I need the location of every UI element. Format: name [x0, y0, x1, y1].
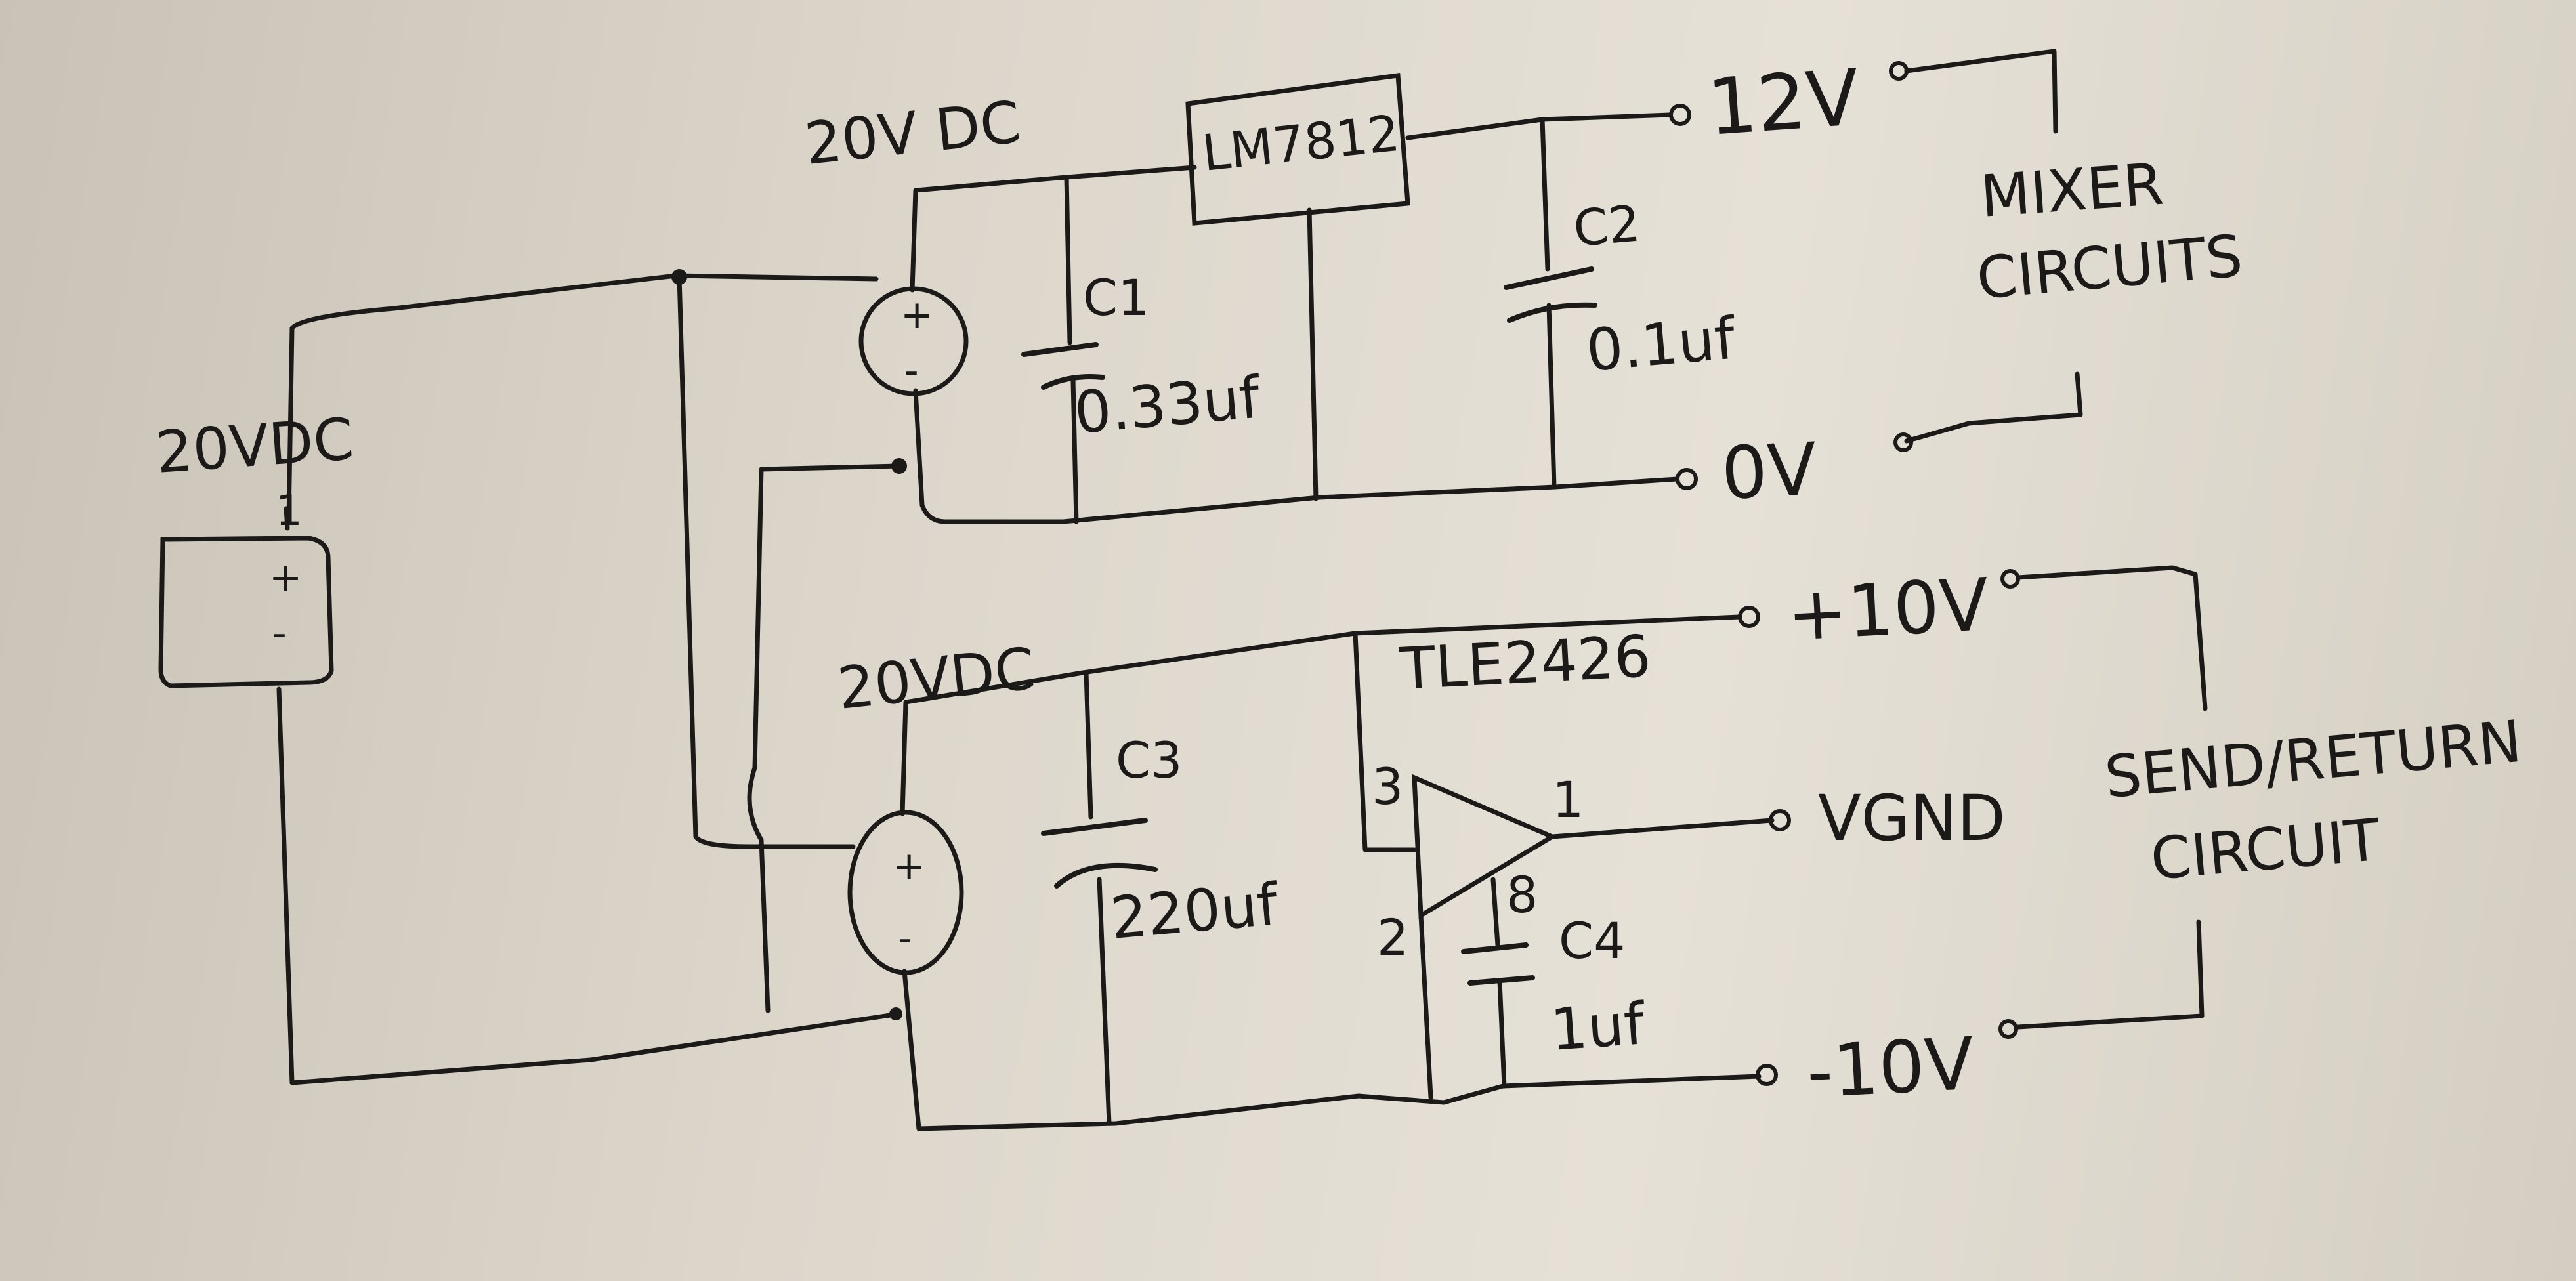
terminal-send-top — [2000, 569, 2020, 589]
terminal-vgnd — [1769, 809, 1791, 831]
terminal-plus10v — [1738, 606, 1760, 628]
labels: 20VDC 1 + - 20V DC + - 20VDC + - LM7812 … — [154, 88, 1739, 1064]
opamp-tle2426 — [1412, 774, 1557, 920]
label-pin-3: 3 — [1372, 757, 1403, 816]
terminal-mixer-top — [1889, 61, 1909, 81]
label-bottom-source-plus: + — [893, 843, 925, 889]
junctions — [671, 269, 907, 1020]
junction-dot — [891, 458, 907, 474]
label-c1-name: C1 — [1083, 268, 1149, 327]
label-c2-name: C2 — [1571, 194, 1643, 258]
label-c2-value: 0.1uf — [1584, 304, 1739, 385]
label-c4-value: 1uf — [1548, 990, 1648, 1064]
label-top-supply: 20V DC — [801, 88, 1023, 178]
label-send-line2: CIRCUIT — [2148, 806, 2384, 893]
capacitor-c3 — [1041, 818, 1158, 889]
label-pin-2: 2 — [1377, 908, 1408, 967]
label-c4-name: C4 — [1559, 912, 1625, 970]
label-mixer-line1: MIXER — [1978, 150, 2165, 230]
terminal-send-bottom — [1998, 1019, 2018, 1039]
terminal-12v — [1669, 104, 1691, 126]
output-terminals — [1669, 61, 2020, 1086]
label-opamp: TLE2426 — [1398, 622, 1653, 703]
label-c3-name: C3 — [1116, 731, 1182, 789]
label-out-0v: 0V — [1720, 427, 1819, 516]
label-battery-pin: 1 — [276, 487, 303, 536]
battery-20vdc — [158, 506, 334, 688]
label-bottom-source-minus: - — [898, 915, 912, 961]
label-battery-plus: + — [269, 555, 302, 600]
label-out-plus10v: +10V — [1785, 562, 1991, 657]
junction-dot — [889, 1007, 902, 1020]
label-regulator: LM7812 — [1200, 104, 1403, 182]
label-send-line1: SEND/RETURN — [2102, 707, 2524, 811]
wires — [276, 49, 2208, 1131]
label-battery-minus: - — [272, 610, 287, 656]
label-pin-1: 1 — [1552, 770, 1584, 829]
capacitor-c1 — [1021, 342, 1105, 390]
label-top-source-plus: + — [900, 292, 933, 338]
terminal-mixer-bottom — [1893, 432, 1913, 452]
label-out-vgnd: VGND — [1818, 782, 2006, 855]
label-c1-value: 0.33uf — [1072, 363, 1264, 446]
terminal-minus10v — [1756, 1064, 1778, 1086]
label-mixer-line2: CIRCUITS — [1974, 222, 2245, 312]
voltage-source-bottom — [847, 810, 964, 975]
label-battery-voltage: 20VDC — [154, 405, 356, 486]
label-pin-8: 8 — [1506, 866, 1538, 924]
label-out-12v: 12V — [1704, 52, 1862, 153]
label-out-minus10v: -10V — [1805, 1022, 1976, 1114]
label-bottom-supply: 20VDC — [834, 635, 1038, 723]
voltage-source-top — [858, 286, 969, 396]
label-top-source-minus: - — [904, 348, 919, 394]
capacitor-c4 — [1461, 942, 1535, 986]
group-labels: MIXER CIRCUITS SEND/RETURN CIRCUIT — [1974, 150, 2524, 893]
output-labels: 12V 0V +10V VGND -10V — [1704, 52, 2005, 1114]
terminal-0v — [1676, 468, 1698, 490]
capacitor-c2 — [1504, 266, 1597, 323]
junction-dot — [671, 269, 687, 285]
regulator-lm7812 — [1185, 73, 1410, 226]
label-c3-value: 220uf — [1108, 870, 1282, 952]
